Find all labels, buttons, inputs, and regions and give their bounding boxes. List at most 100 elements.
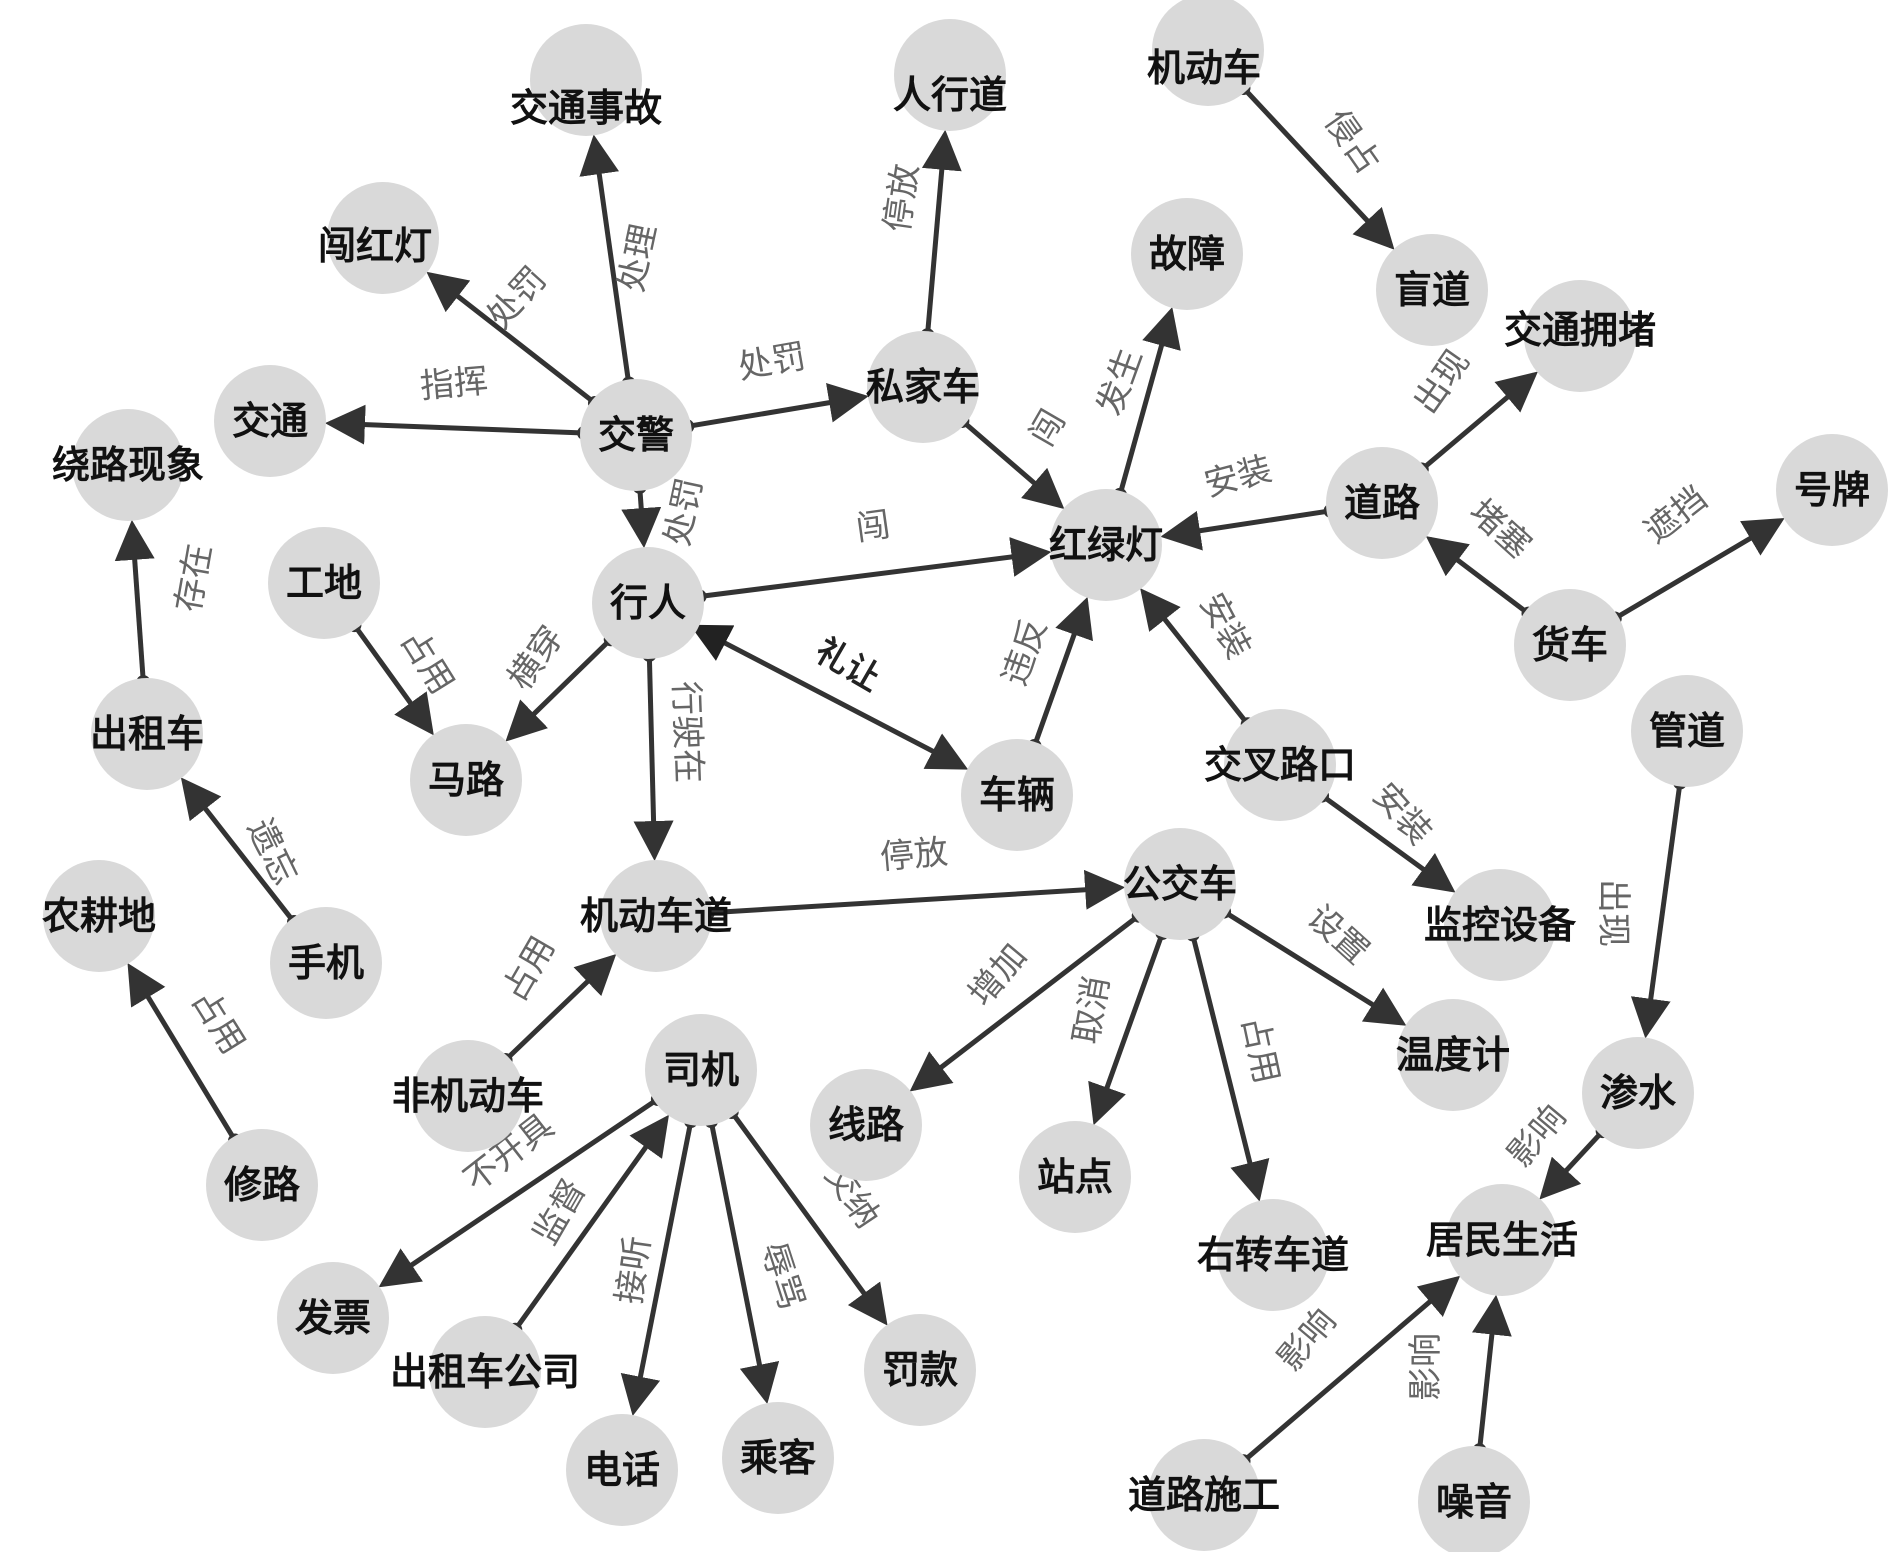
- node-circle-jiaotongyongdu[interactable]: [1524, 280, 1636, 392]
- edge-xingren-jidongchedao: [633, 654, 674, 862]
- edge-label: 出现: [1593, 879, 1633, 947]
- edge-label: 闯: [853, 505, 892, 549]
- node-circle-wenduji[interactable]: [1397, 999, 1509, 1111]
- edge-label: 停放: [878, 832, 949, 878]
- edge-sijiache-renxingdao: [921, 129, 962, 336]
- node-circle-guzhang[interactable]: [1131, 198, 1243, 310]
- edge-label: 安装: [1200, 449, 1276, 505]
- node-label-huoche: 货车: [1532, 623, 1608, 667]
- node-circle-shenshui[interactable]: [1582, 1037, 1694, 1149]
- node-circle-sijiache[interactable]: [867, 331, 979, 443]
- node-circle-daolushigong[interactable]: [1148, 1439, 1260, 1551]
- node-label-wenduji: 温度计: [1396, 1033, 1510, 1077]
- node-circle-chuzuche[interactable]: [91, 678, 203, 790]
- node-label-jiaotong: 交通: [232, 399, 308, 443]
- node-label-feijidongche: 非机动车: [392, 1074, 544, 1118]
- node-circle-jiaochalukou[interactable]: [1224, 709, 1336, 821]
- node-circle-nonggengdi[interactable]: [43, 860, 155, 972]
- node-circle-siji[interactable]: [645, 1014, 757, 1126]
- edge-shenshui-jumin: [1539, 1129, 1605, 1200]
- node-circle-honglvdeng[interactable]: [1050, 489, 1162, 601]
- node-label-jiaojing: 交警: [598, 413, 674, 457]
- node-label-raoluxianxiang: 绕路现象: [52, 443, 204, 487]
- edge-huoche-haopai: [1613, 518, 1785, 621]
- node-circle-jumin[interactable]: [1446, 1184, 1558, 1296]
- edge-huoche-daolu: [1425, 536, 1531, 616]
- node-circle-xiulu[interactable]: [206, 1129, 318, 1241]
- edge-siji-fakuan: [729, 1110, 888, 1326]
- node-circle-youzhuanchedao[interactable]: [1217, 1199, 1329, 1311]
- node-circle-guandao[interactable]: [1631, 675, 1743, 787]
- node-label-daolu: 道路: [1344, 481, 1421, 525]
- node-circle-jiaotong[interactable]: [214, 365, 326, 477]
- edge-label: 取消: [1066, 973, 1117, 1047]
- node-circle-zaoyin[interactable]: [1418, 1446, 1530, 1552]
- edge-label: 处理: [611, 221, 664, 296]
- node-label-siji: 司机: [663, 1048, 739, 1092]
- node-circle-dianhua[interactable]: [566, 1414, 678, 1526]
- edge-label: 影响: [1500, 1097, 1574, 1175]
- edge-gongjiaoche-xianlu: [909, 913, 1141, 1092]
- edge-jiaojing-xingren: [621, 486, 662, 549]
- node-circle-jiaotongshigu[interactable]: [530, 24, 642, 136]
- node-label-chuzuche: 出租车: [90, 712, 204, 756]
- edge-label: 影响: [1406, 1333, 1446, 1401]
- node-circle-shouji[interactable]: [270, 907, 382, 1019]
- edge-jiaojing-chuanghongdeng: [426, 271, 597, 406]
- edge-jidongche_top-mangdao: [1241, 86, 1395, 250]
- edge-label: 辱骂: [752, 1237, 811, 1314]
- node-circle-cheliang[interactable]: [961, 739, 1073, 851]
- node-label-jiankongshebei: 监控设备: [1424, 903, 1577, 947]
- edge-label: 出现: [1406, 343, 1478, 422]
- node-circle-feijidongche[interactable]: [412, 1040, 524, 1152]
- node-circle-xingren[interactable]: [592, 547, 704, 659]
- node-label-chengke: 乘客: [740, 1436, 816, 1480]
- node-label-guzhang: 故障: [1149, 232, 1225, 276]
- node-label-chuanghongdeng: 闯红灯: [318, 224, 432, 268]
- edge-xingren-malu: [505, 637, 613, 742]
- node-label-daolushigong: 道路施工: [1128, 1473, 1280, 1517]
- node-label-fapiao: 发票: [295, 1296, 371, 1340]
- node-circle-haopai[interactable]: [1776, 434, 1888, 546]
- edge-daolu-jiaotongyongdu: [1420, 371, 1538, 472]
- node-label-honglvdeng: 红绿灯: [1049, 523, 1163, 567]
- edge-label: 处罚: [479, 259, 554, 336]
- node-circle-jiaojing[interactable]: [580, 379, 692, 491]
- node-circle-jidongchedao[interactable]: [600, 860, 712, 972]
- edge-sijiache-honglvdeng: [960, 419, 1065, 510]
- node-circle-huoche[interactable]: [1514, 589, 1626, 701]
- edge-label: 指挥: [418, 361, 489, 407]
- node-circle-chengke[interactable]: [722, 1402, 834, 1514]
- edge-gongjiaoche-zhandian: [1088, 932, 1165, 1126]
- node-circle-renxingdao[interactable]: [894, 19, 1006, 131]
- node-circle-gongjiaoche[interactable]: [1124, 828, 1236, 940]
- edge-cheliang-honglvdeng: [1032, 596, 1093, 747]
- node-label-xiulu: 修路: [224, 1163, 301, 1207]
- node-label-malu: 马路: [428, 758, 505, 802]
- node-circle-xianlu[interactable]: [810, 1069, 922, 1181]
- node-circle-chuanghongdeng[interactable]: [327, 182, 439, 294]
- edge-jiaochalukou-honglvdeng: [1140, 588, 1250, 726]
- edge-label: 安装: [1364, 775, 1439, 852]
- node-circle-daolu[interactable]: [1326, 447, 1438, 559]
- node-circle-mangdao[interactable]: [1376, 234, 1488, 346]
- node-circle-fakuan[interactable]: [864, 1314, 976, 1426]
- node-circle-jiankongshebei[interactable]: [1444, 869, 1556, 981]
- edge-jidongchedao-gongjiaoche: [707, 869, 1126, 916]
- node-label-cheliang: 车辆: [979, 773, 1055, 817]
- node-circle-fapiao[interactable]: [277, 1262, 389, 1374]
- node-circle-malu[interactable]: [410, 724, 522, 836]
- node-circle-raoluxianxiang[interactable]: [72, 409, 184, 521]
- node-circle-zhandian[interactable]: [1019, 1121, 1131, 1233]
- node-label-jiaotongyongdu: 交通拥堵: [1504, 308, 1656, 352]
- node-circle-jidongche_top[interactable]: [1152, 0, 1264, 106]
- node-circle-chuzuchegongsi[interactable]: [429, 1316, 541, 1428]
- edge-siji-chengke: [708, 1120, 780, 1405]
- edge-gongjiaoche-youzhuanchedao: [1190, 933, 1270, 1202]
- node-label-xingren: 行人: [610, 581, 686, 625]
- edge-label: 监督: [526, 1173, 595, 1252]
- node-label-xianlu: 线路: [828, 1103, 905, 1147]
- node-circle-gongdi[interactable]: [268, 527, 380, 639]
- node-label-chuzuchegongsi: 出租车公司: [390, 1350, 580, 1394]
